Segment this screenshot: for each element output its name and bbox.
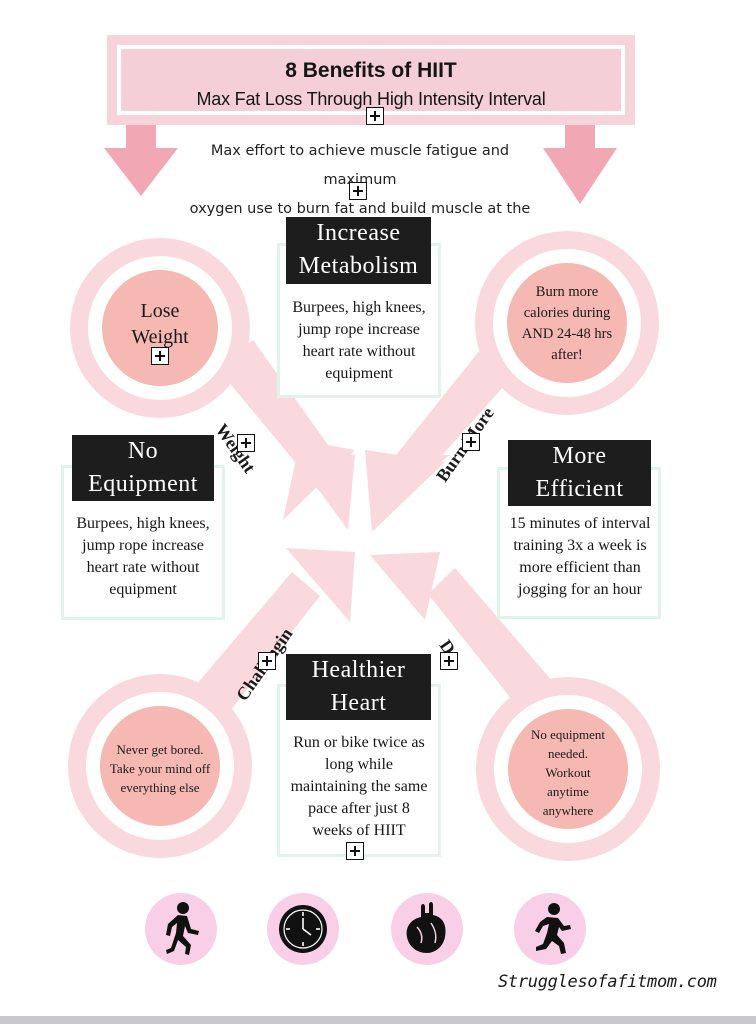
expand-icon[interactable] bbox=[462, 433, 480, 451]
equipment-title: No Equipment bbox=[72, 435, 214, 501]
heart-title-line1: Healthier bbox=[311, 657, 406, 683]
body-line: equipment bbox=[109, 581, 177, 598]
efficient-title: More Efficient bbox=[508, 440, 651, 506]
circle-line: needed. bbox=[547, 746, 589, 761]
metabolism-title-line2: Metabolism bbox=[298, 253, 419, 279]
body-line: jump rope increase bbox=[82, 537, 204, 554]
expand-icon[interactable] bbox=[151, 347, 169, 365]
circle-top-right-text: Burn more calories during AND 24-48 hrs … bbox=[507, 282, 627, 366]
page-subtitle: Max Fat Loss Through High Intensity Inte… bbox=[196, 89, 546, 109]
body-line: more efficient than bbox=[519, 559, 641, 576]
ring-bottom-left bbox=[68, 674, 252, 858]
body-line: equipment bbox=[325, 365, 393, 382]
expand-icon[interactable] bbox=[237, 434, 255, 452]
ring-top-right bbox=[475, 231, 659, 415]
ring-bottom-right bbox=[476, 677, 660, 861]
body-line: Run or bike twice as bbox=[293, 734, 425, 751]
metabolism-title: Increase Metabolism bbox=[286, 217, 431, 284]
circle-line: AND 24-48 hrs bbox=[521, 326, 613, 342]
circle-line: calories during bbox=[523, 305, 611, 321]
efficient-body: 15 minutes of interval training 3x a wee… bbox=[499, 513, 661, 601]
expand-icon[interactable] bbox=[349, 182, 367, 200]
circle-line: No equipment bbox=[530, 727, 605, 742]
circle-line: anywhere bbox=[542, 803, 594, 818]
circle-line: everything else bbox=[120, 780, 200, 795]
heart-title-line2: Heart bbox=[330, 690, 387, 716]
body-line: jump rope increase bbox=[298, 321, 420, 338]
circle-line: Take your mind off bbox=[109, 761, 211, 776]
expand-icon[interactable] bbox=[366, 107, 384, 125]
body-line: heart rate without bbox=[86, 559, 200, 576]
down-arrow-left bbox=[104, 124, 178, 196]
heart-icon bbox=[391, 893, 463, 965]
heart-title: Healthier Heart bbox=[286, 654, 431, 720]
circle-line: Burn more bbox=[535, 284, 599, 300]
expand-icon[interactable] bbox=[440, 652, 458, 670]
intro-text: Max effort to achieve muscle fatigue and… bbox=[175, 137, 545, 253]
circle-line: after! bbox=[551, 347, 583, 363]
circle-top-left-text: Lose Weight bbox=[110, 298, 210, 350]
metabolism-title-line1: Increase bbox=[316, 220, 401, 246]
body-line: heart rate without bbox=[302, 343, 416, 360]
header-inner: 8 Benefits of HIIT Max Fat Loss Through … bbox=[117, 45, 625, 115]
body-line: pace after just 8 bbox=[308, 800, 410, 817]
body-line: maintaining the same bbox=[290, 778, 428, 795]
body-line: weeks of HIIT bbox=[312, 822, 406, 839]
clock-icon bbox=[267, 893, 339, 965]
circle-line: anytime bbox=[547, 784, 589, 799]
expand-icon[interactable] bbox=[346, 842, 364, 860]
metabolism-body: Burpees, high knees, jump rope increase … bbox=[280, 297, 438, 385]
efficient-title-line1: More bbox=[552, 443, 607, 469]
equipment-title-line2: Equipment bbox=[88, 471, 198, 497]
circle-line: Workout bbox=[545, 765, 591, 780]
body-line: training 3x a week is bbox=[513, 537, 647, 554]
intro-line-1: Max effort to achieve muscle fatigue and… bbox=[210, 143, 510, 188]
body-line: jogging for an hour bbox=[518, 581, 642, 598]
efficient-title-line2: Efficient bbox=[535, 476, 624, 502]
body-line: long while bbox=[325, 756, 393, 773]
circle-line: Weight bbox=[131, 326, 189, 348]
body-line: Burpees, high knees, bbox=[292, 299, 426, 316]
circle-line: Lose bbox=[140, 300, 180, 322]
equipment-title-line1: No bbox=[127, 438, 159, 464]
header-banner: 8 Benefits of HIIT Max Fat Loss Through … bbox=[107, 35, 635, 125]
body-line: 15 minutes of interval bbox=[509, 515, 651, 532]
expand-icon[interactable] bbox=[258, 652, 276, 670]
body-line: Burpees, high knees, bbox=[76, 515, 210, 532]
diagonal-arrows bbox=[190, 330, 560, 720]
walking-person-icon bbox=[145, 893, 217, 965]
circle-line: Never get bored. bbox=[116, 742, 204, 757]
down-arrow-right bbox=[543, 124, 617, 204]
running-child-icon bbox=[514, 893, 586, 965]
heart-body: Run or bike twice as long while maintain… bbox=[278, 732, 440, 842]
ring-top-left bbox=[70, 238, 250, 418]
site-url: Strugglesofafitmom.com bbox=[498, 972, 717, 992]
circle-bottom-right-text: No equipment needed. Workout anytime any… bbox=[518, 725, 618, 820]
circle-bottom-left-text: Never get bored. Take your mind off ever… bbox=[98, 740, 222, 797]
equipment-body: Burpees, high knees, jump rope increase … bbox=[62, 513, 224, 601]
page-title: 8 Benefits of HIIT bbox=[285, 59, 457, 82]
